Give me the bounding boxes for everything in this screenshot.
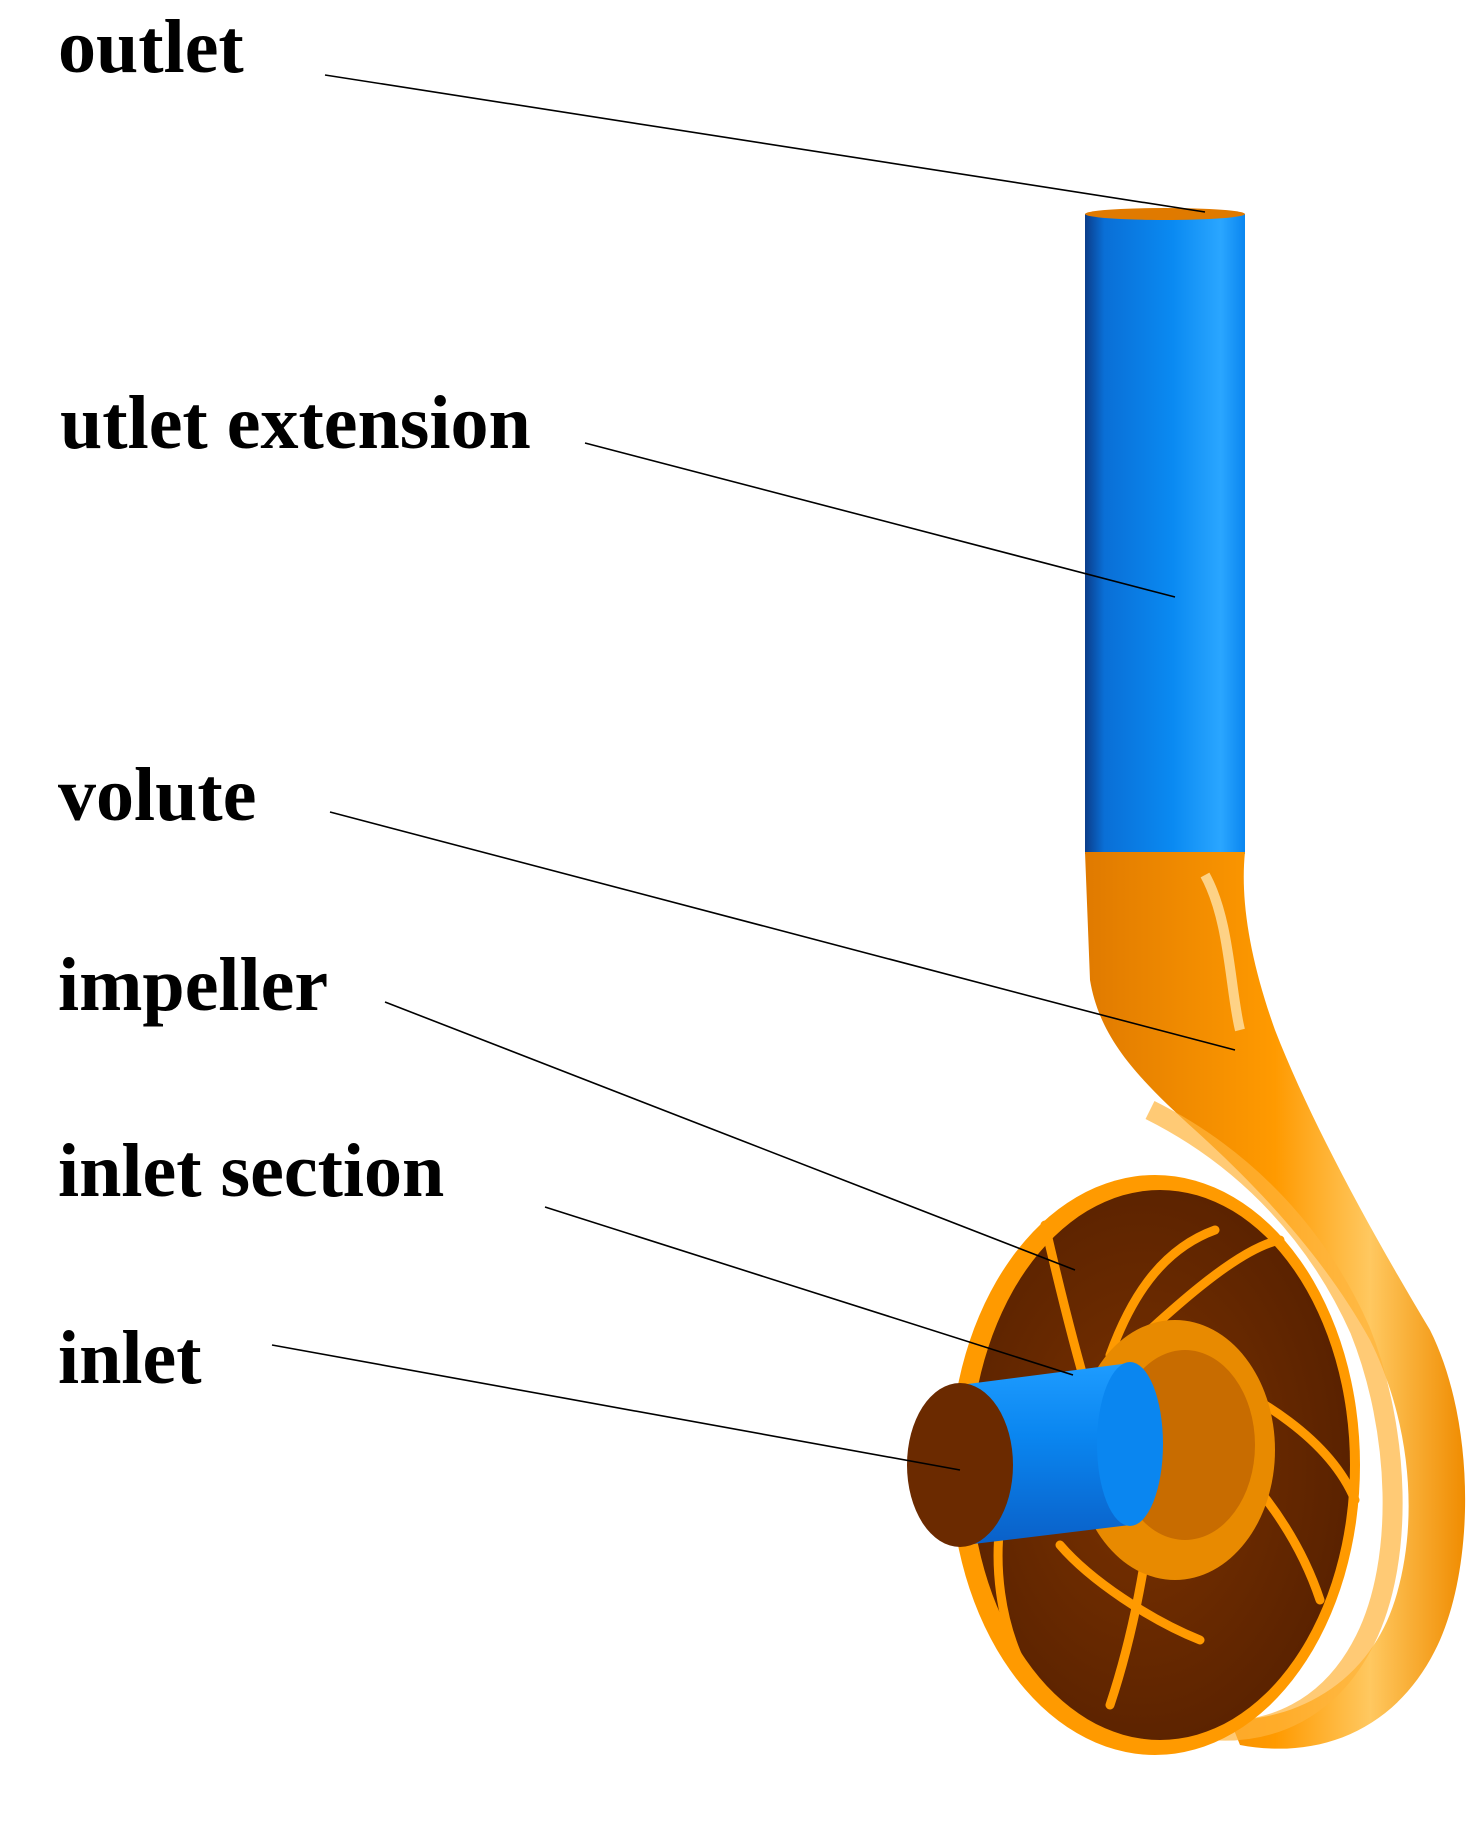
- leader-outlet: [324, 74, 1206, 213]
- leader-lines: [271, 74, 1236, 1471]
- outlet-face: [1085, 208, 1245, 220]
- inlet-face: [907, 1383, 1013, 1547]
- label-inlet: inlet: [58, 1316, 202, 1400]
- leader-impeller: [384, 1001, 1076, 1271]
- label-inlet-section: inlet section: [58, 1129, 444, 1213]
- label-outlet: outlet: [58, 5, 244, 89]
- inlet-section-pipe: [907, 1362, 1163, 1547]
- label-impeller: impeller: [58, 943, 328, 1027]
- leader-outlet-extension: [584, 442, 1176, 598]
- labels: outlet utlet extension volute impeller i…: [58, 5, 531, 1400]
- outlet-extension-pipe: [1085, 208, 1245, 854]
- label-outlet-extension: utlet extension: [60, 381, 531, 465]
- leader-inlet: [271, 1344, 961, 1471]
- label-volute: volute: [58, 753, 256, 837]
- volute-casing: [1085, 852, 1466, 1749]
- leader-volute: [329, 811, 1236, 1051]
- leader-inlet-section: [544, 1206, 1074, 1376]
